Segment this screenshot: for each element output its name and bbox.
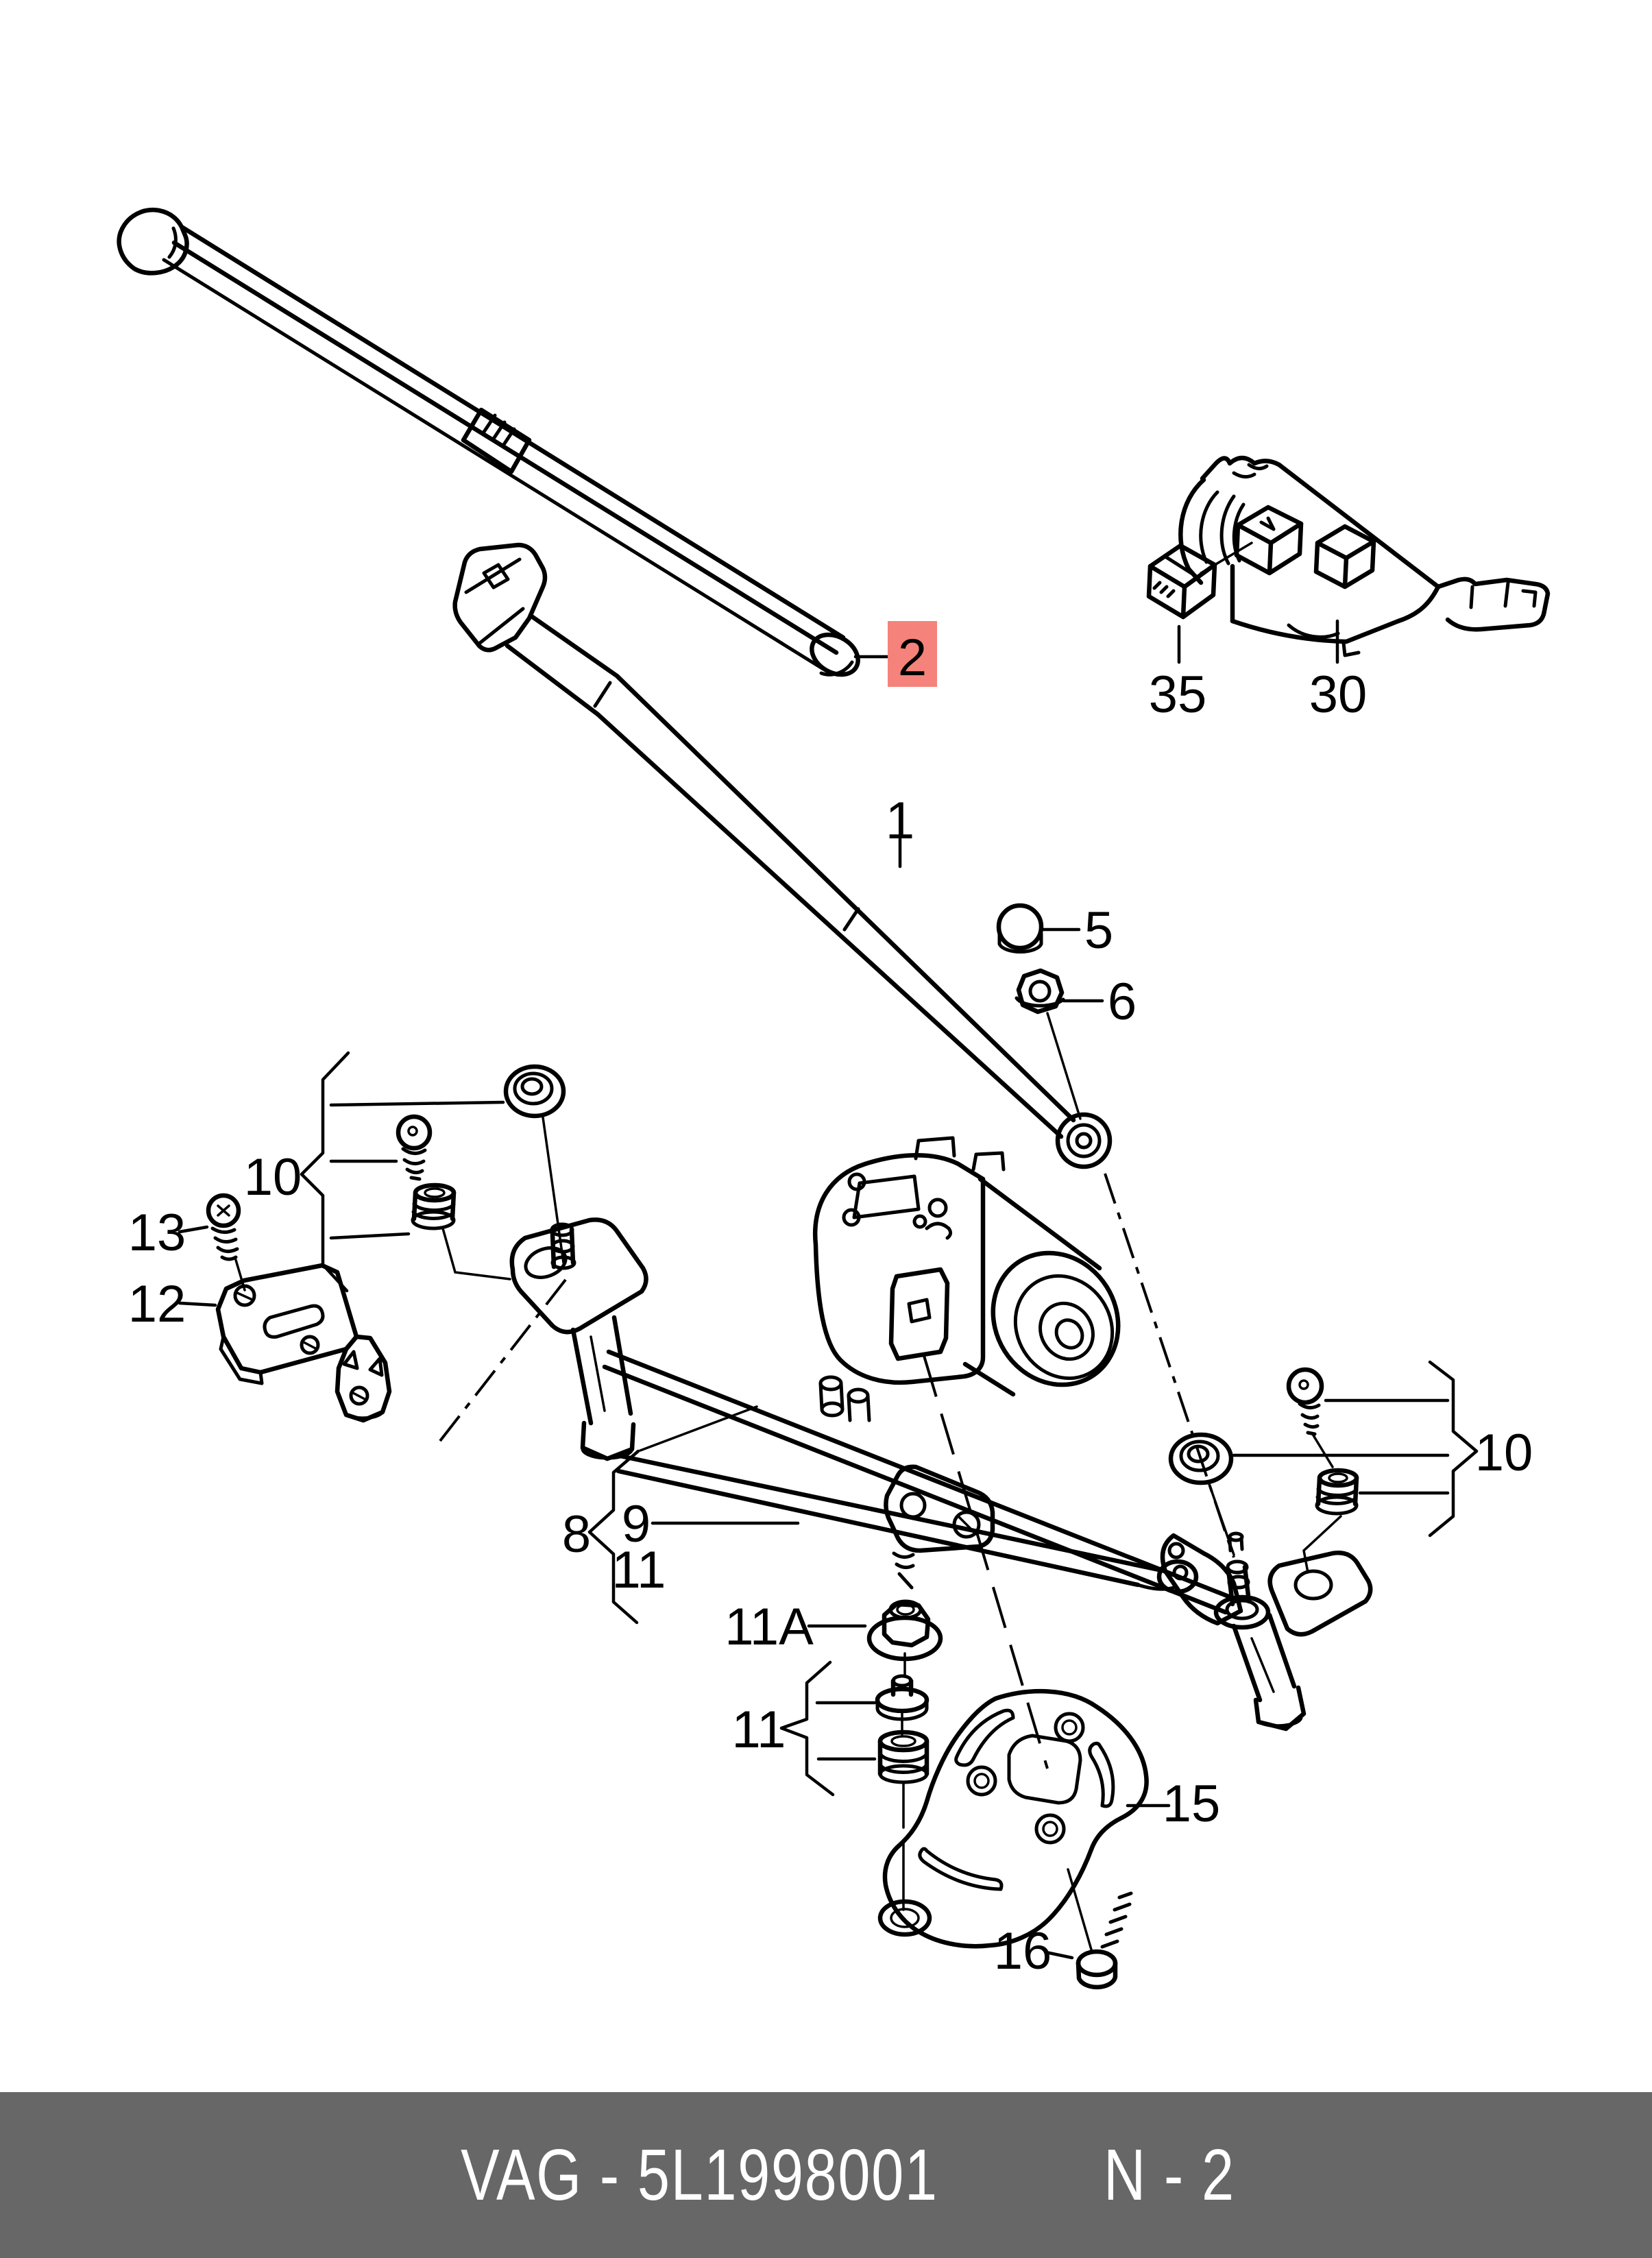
callout-part-11-lower[interactable]: 11 bbox=[732, 1701, 786, 1759]
baseplate-15 bbox=[877, 1689, 1149, 1949]
callout-part-6[interactable]: 6 bbox=[1108, 973, 1137, 1031]
wiper-motor bbox=[812, 1136, 1121, 1422]
callout-part-1[interactable]: 1 bbox=[886, 792, 914, 850]
cap-5 bbox=[996, 903, 1044, 954]
bushing-11-lower bbox=[877, 1729, 930, 1784]
screw-13 bbox=[206, 1193, 246, 1291]
grommet-group-left bbox=[396, 1064, 566, 1280]
footer-bar: VAG - 5L1998001 N - 2 bbox=[0, 2092, 1652, 2258]
callout-part-16[interactable]: 16 bbox=[994, 1922, 1052, 1980]
callout-part-8[interactable]: 8 bbox=[562, 1505, 591, 1564]
pivot-right bbox=[1160, 1531, 1373, 1732]
callout-part-30[interactable]: 30 bbox=[1309, 666, 1368, 724]
callout-part-2[interactable]: 2 bbox=[898, 629, 927, 687]
callout-part-15[interactable]: 15 bbox=[1163, 1775, 1221, 1833]
linkage-frame bbox=[602, 1349, 1233, 1615]
leader-lines bbox=[178, 619, 1479, 1960]
callout-part-35[interactable]: 35 bbox=[1149, 666, 1207, 724]
callout-part-12[interactable]: 12 bbox=[128, 1275, 186, 1333]
control-unit-30 bbox=[1178, 455, 1551, 657]
screw-16 bbox=[1067, 1868, 1133, 1990]
wiper-arm bbox=[452, 542, 1113, 1169]
wiper-blade bbox=[117, 207, 860, 677]
bracket-12 bbox=[215, 1263, 392, 1423]
nut-6 bbox=[1015, 968, 1065, 1015]
callout-part-5[interactable]: 5 bbox=[1084, 901, 1113, 960]
catalog-code: VAG - 5L1998001 bbox=[460, 2134, 938, 2215]
nut-11a bbox=[866, 1599, 943, 1662]
callout-part-11A[interactable]: 11A bbox=[725, 1598, 814, 1656]
callout-part-11-upper[interactable]: 11 bbox=[612, 1541, 666, 1599]
callout-part-13[interactable]: 13 bbox=[128, 1204, 186, 1262]
page-code: N - 2 bbox=[1103, 2134, 1235, 2215]
callout-part-9[interactable]: 9 bbox=[622, 1495, 651, 1553]
grommet-group-right bbox=[1168, 1367, 1359, 1574]
stud-line-11 bbox=[901, 1652, 906, 1911]
axis-lines bbox=[439, 1173, 1235, 1769]
callout-part-10-left[interactable]: 10 bbox=[244, 1148, 302, 1206]
highlight-part-2[interactable] bbox=[888, 621, 937, 687]
callout-part-10-right[interactable]: 10 bbox=[1475, 1424, 1533, 1482]
pivot-left bbox=[509, 1217, 648, 1461]
